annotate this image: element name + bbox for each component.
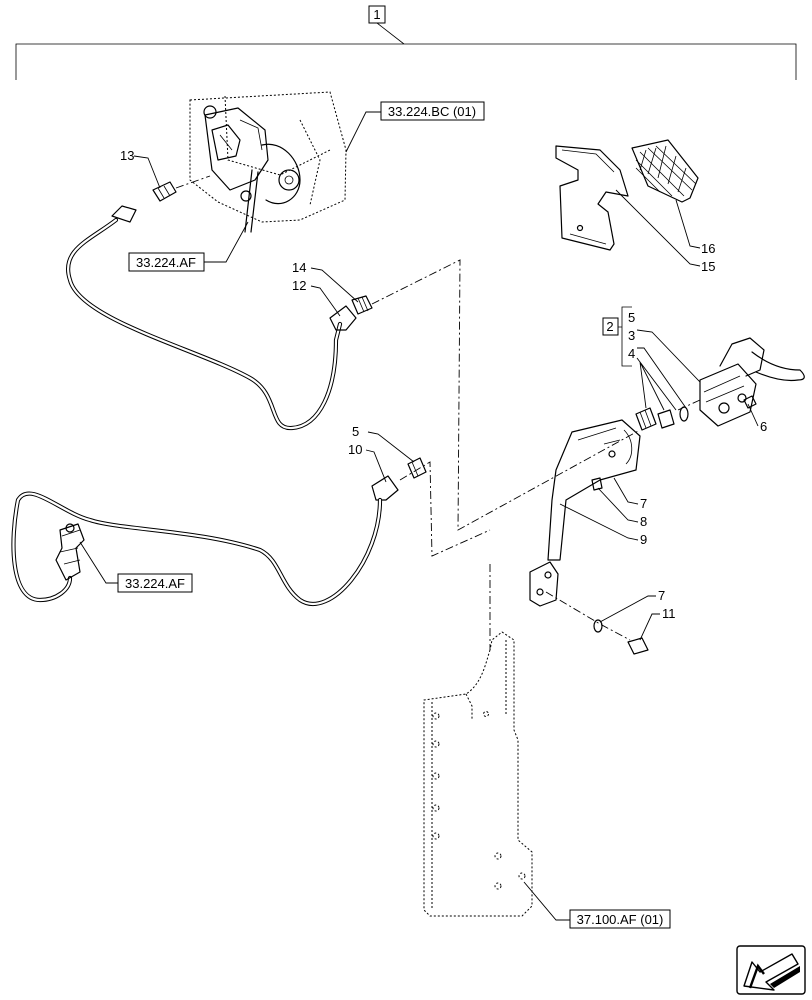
- callout-11: 11: [662, 606, 676, 621]
- svg-text:37.100.AF (01): 37.100.AF (01): [577, 912, 664, 927]
- callout-12: 12: [292, 278, 306, 293]
- assembly-bracket: 1: [15, 5, 797, 80]
- fitting-13: 13: [120, 148, 211, 202]
- assembly-index-1: 1: [373, 7, 380, 22]
- hose-upper: [66, 205, 343, 431]
- callout-16: 16: [701, 241, 715, 256]
- ref-box-frame[interactable]: 37.100.AF (01): [569, 909, 671, 929]
- control-valve: [677, 337, 805, 427]
- elbow-12: 14 12: [292, 259, 641, 531]
- callout-9: 9: [640, 532, 647, 547]
- callout-7b: 7: [658, 588, 665, 603]
- ref-box-af-top[interactable]: 33.224.AF: [128, 252, 205, 272]
- valve-block: [189, 91, 347, 233]
- rubber-pad: [631, 139, 699, 203]
- callout-6: 6: [760, 419, 767, 434]
- kit-item-5: 5: [628, 310, 635, 325]
- mounting-plate: [555, 145, 629, 251]
- svg-text:33.224.BC (01): 33.224.BC (01): [388, 104, 476, 119]
- callout-8: 8: [640, 514, 647, 529]
- pedal-bracket: [529, 419, 641, 607]
- ref-box-bc[interactable]: 33.224.BC (01): [380, 101, 485, 121]
- quick-coupler: [55, 523, 85, 581]
- svg-text:33.224.AF: 33.224.AF: [136, 255, 196, 270]
- hose-lower: [11, 491, 383, 606]
- callout-13: 13: [120, 148, 134, 163]
- callout-15: 15: [701, 259, 715, 274]
- kit-item-4: 4: [628, 346, 635, 361]
- frame-rail: [423, 564, 533, 917]
- callout-7: 7: [640, 496, 647, 511]
- callout-10: 10: [348, 442, 362, 457]
- seals: [635, 406, 689, 431]
- kit-bracket: 2 5 3 4: [602, 306, 635, 367]
- callout-5: 5: [352, 424, 359, 439]
- kit-item-3: 3: [628, 328, 635, 343]
- kit-index-2: 2: [606, 319, 613, 334]
- callout-14: 14: [292, 260, 306, 275]
- arrow-left-down-icon[interactable]: [736, 945, 806, 995]
- svg-text:33.224.AF: 33.224.AF: [125, 576, 185, 591]
- washer-bolt: [545, 591, 649, 655]
- elbow-10: 5 10: [348, 424, 491, 557]
- bolt-8: [591, 477, 603, 491]
- ref-box-af-left[interactable]: 33.224.AF: [117, 573, 193, 593]
